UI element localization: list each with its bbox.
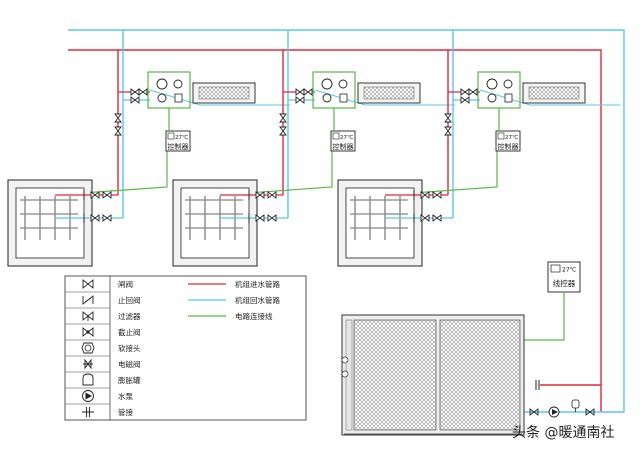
gate-valve-icon — [267, 191, 277, 199]
soft-joint-icon — [81, 342, 95, 354]
gate-valve-icon — [460, 96, 470, 104]
gate-valve-icon — [295, 88, 305, 96]
gate-valve-icon — [432, 214, 442, 222]
return-line-pump — [529, 399, 595, 418]
filter-icon — [82, 311, 94, 321]
legend-line-label: 机组回水管路 — [235, 295, 280, 305]
indoor-unit — [172, 179, 258, 267]
gate-valve-icon — [303, 88, 313, 96]
gate-valve-icon — [432, 191, 442, 199]
legend-line-label: 电路连接线 — [235, 311, 273, 321]
gate-valve-icon — [279, 126, 287, 136]
water-pump-icon — [82, 390, 94, 402]
controller-temp: 27℃ — [505, 134, 518, 141]
outdoor-sleeve — [535, 380, 540, 390]
fan-coil-unit — [357, 82, 421, 104]
controller-label: 控制器 — [168, 142, 189, 151]
legend-symbol-label: 膨胀罐 — [118, 375, 141, 385]
fan-coil-unit — [192, 82, 256, 104]
gate-valve-icon — [460, 88, 470, 96]
outdoor-electric-line — [524, 292, 565, 341]
stop-valve-icon — [82, 327, 94, 337]
legend-symbol-label: 软接头 — [118, 343, 141, 353]
gate-valve-icon — [82, 279, 94, 289]
controller-temp: 27℃ — [340, 134, 353, 141]
expansion-tank-icon — [82, 373, 94, 386]
gate-valve-icon — [420, 191, 430, 199]
gate-valve-icon — [295, 96, 305, 104]
legend-symbol-label: 截止阀 — [118, 327, 141, 337]
controller-label: 控制器 — [498, 142, 519, 151]
watermark: 头条 @暖通南社 — [512, 424, 614, 441]
controller-temp: 27℃ — [175, 134, 188, 141]
gate-valve-icon — [255, 214, 265, 222]
gate-valve-icon — [444, 113, 452, 123]
controller-label: 控制器 — [333, 142, 354, 151]
indoor-unit — [7, 179, 93, 267]
legend-line-label: 机组进水管路 — [235, 279, 280, 289]
gate-valve-icon — [130, 88, 140, 96]
pipe-sleeve-icon — [82, 407, 94, 417]
legend-symbol-label: 止回阀 — [118, 295, 141, 305]
main-supply-pipe — [68, 49, 602, 412]
line-controller-temp: 27℃ — [562, 267, 577, 274]
fan-coil-unit — [522, 82, 586, 104]
solenoid-valve-icon — [83, 358, 93, 370]
indoor-unit — [337, 179, 423, 267]
gate-valve-icon — [114, 126, 122, 136]
main-return-pipe — [68, 29, 625, 413]
legend-symbol-label: 闸阀 — [118, 280, 133, 289]
gate-valve-icon — [420, 214, 430, 222]
outdoor-heat-pump-unit — [341, 314, 525, 436]
gate-valve-icon — [444, 126, 452, 136]
gate-valve-icon — [114, 113, 122, 123]
check-valve-icon — [82, 295, 94, 305]
gate-valve-icon — [90, 191, 100, 199]
legend-symbol-label: 过滤器 — [118, 311, 141, 321]
gate-valve-icon — [255, 191, 265, 199]
legend-symbol-label: 水泵 — [118, 391, 133, 401]
legend-symbol-label: 电磁阀 — [118, 359, 141, 369]
gate-valve-icon — [267, 214, 277, 222]
line-controller: 27℃ 线控器 — [547, 261, 581, 293]
gate-valve-icon — [102, 214, 112, 222]
gate-valve-icon — [138, 88, 148, 96]
gate-valve-icon — [130, 96, 140, 104]
gate-valve-icon — [468, 88, 478, 96]
line-controller-label: 线控器 — [553, 278, 576, 288]
gate-valve-icon — [90, 214, 100, 222]
gate-valve-icon — [102, 191, 112, 199]
gate-valve-icon — [279, 113, 287, 123]
legend-symbol-label: 管接 — [118, 407, 133, 417]
